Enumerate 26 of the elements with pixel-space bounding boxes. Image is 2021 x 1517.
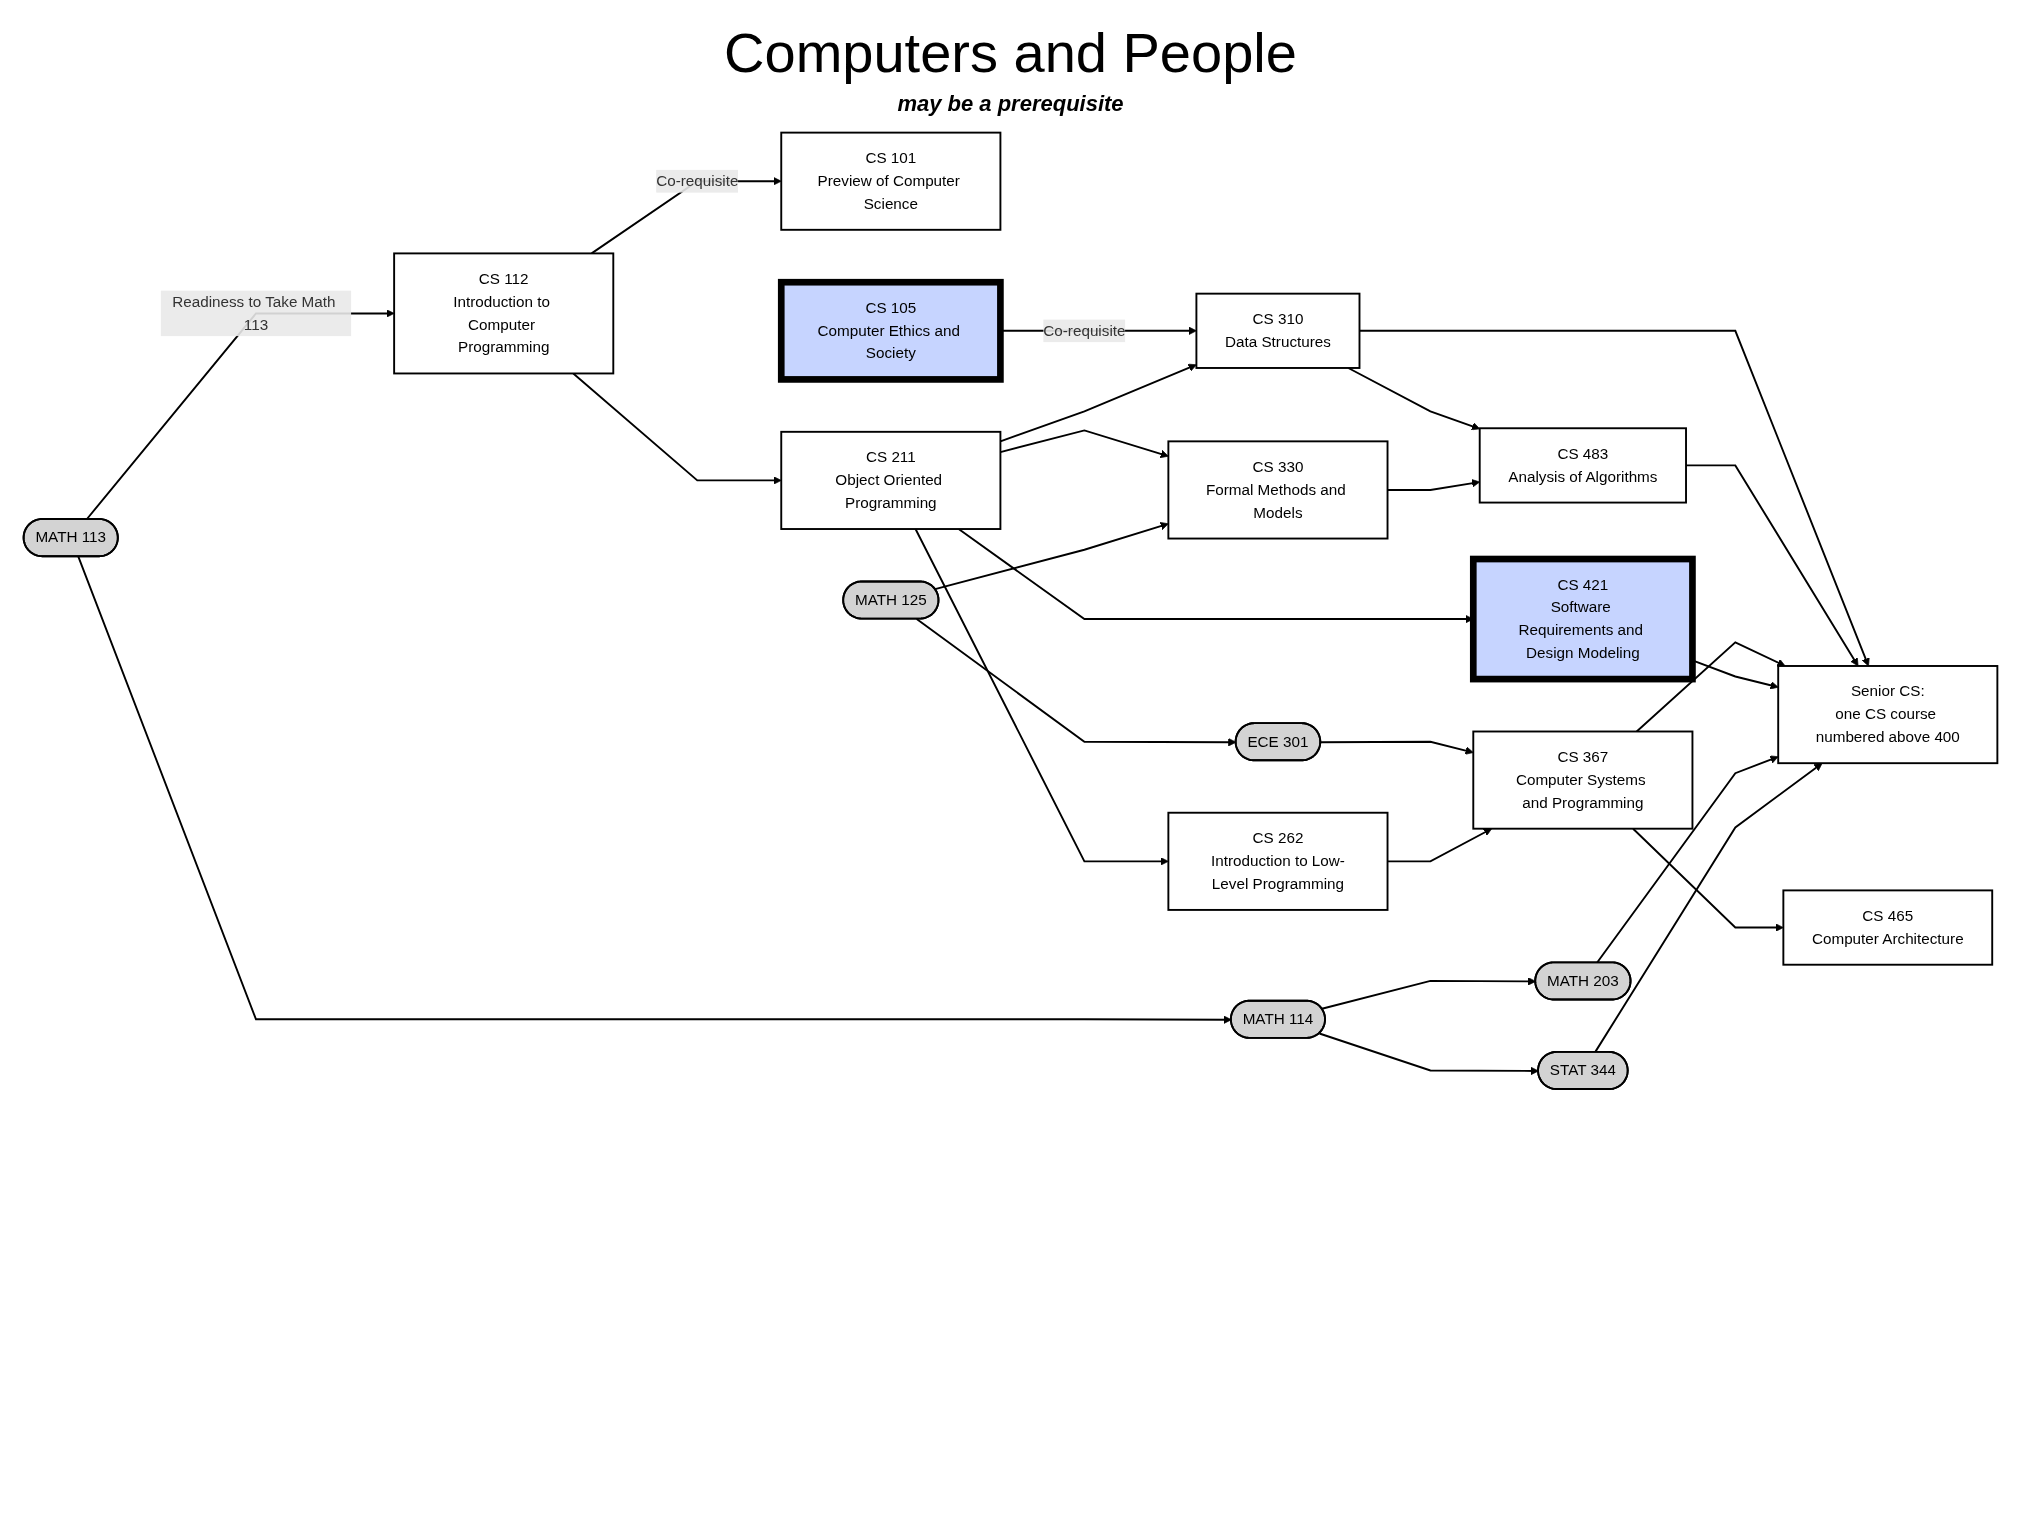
node-box: CS 105 Computer Ethics and Society xyxy=(777,278,1004,383)
node-box: CS 483 Analysis of Algorithms xyxy=(1478,427,1687,504)
edge-label: Readiness to Take Math 113 xyxy=(172,293,336,333)
node-box: Senior CS: one CS course numbered above 400 xyxy=(1777,665,1999,765)
arrow xyxy=(572,372,782,485)
edge-label: Co-requisite xyxy=(1043,322,1126,339)
node-box: CS 310 Data Structures xyxy=(1195,292,1361,369)
arrow xyxy=(914,528,1169,866)
edge-label: Co-requisite xyxy=(656,172,739,189)
node-box: CS 262 Introduction to Low-Level Programming xyxy=(1167,811,1389,911)
node-box: CS 465 Computer Architecture xyxy=(1782,889,1994,966)
arrow xyxy=(1635,641,1786,733)
arrow xyxy=(77,555,1232,1024)
arrow xyxy=(1632,827,1784,932)
node-box: CS 211 Object Oriented Programming xyxy=(780,430,1002,530)
node-box: CS 330 Formal Methods and Models xyxy=(1167,440,1389,540)
arrow xyxy=(934,522,1169,591)
arrow xyxy=(1596,755,1779,964)
node-box: CS 112 Introduction to Computer Programming xyxy=(393,252,615,375)
arrow xyxy=(1318,1032,1539,1076)
arrow xyxy=(1347,367,1481,431)
node-box: CS 367 Computer Systems and Programming xyxy=(1472,730,1694,830)
node-box: CS 101 Preview of Computer Science xyxy=(780,131,1002,231)
diagram-title: Computers and People xyxy=(724,20,1297,85)
node-box: CS 421 Software Requirements and Design Modeling xyxy=(1469,555,1696,683)
note-text: may be a prerequisite xyxy=(897,91,1124,116)
